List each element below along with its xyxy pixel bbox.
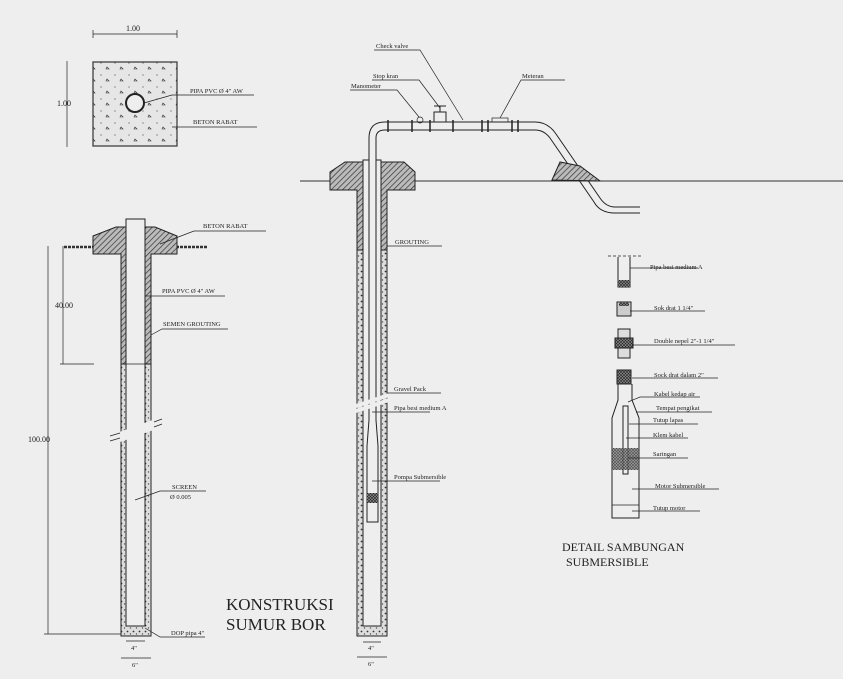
label-meteran: Meteran: [522, 73, 544, 80]
plan-dim-top: 1.00: [126, 24, 140, 33]
plan-view: 1.00 1.00 PIPA PVC Ø 4" AW BETON RABAT: [57, 24, 257, 147]
pvc-pipe: [125, 218, 146, 627]
label-gravel-pack: Gravel Pack: [394, 386, 427, 393]
middle-well-section: 4" 6" Check valve Stop kran Manometer Me…: [300, 43, 843, 668]
detail-label-kabel: Kabel kedap air: [654, 391, 696, 398]
water-meter: [491, 117, 509, 123]
pvc-pipe-section: [125, 93, 145, 113]
plan-pipe-label: PIPA PVC Ø 4" AW: [190, 88, 244, 95]
plan-dim-left: 1.00: [57, 99, 71, 108]
label-semen-grouting: SEMEN GROUTING: [163, 321, 221, 328]
label-stop-kran: Stop kran: [373, 73, 399, 80]
stop-kran-valve: [433, 105, 447, 122]
dim-total-depth: 100.00: [28, 435, 50, 444]
label-beton-rabat: BETON RABAT: [203, 223, 248, 230]
label-check-valve: Check valve: [376, 43, 408, 50]
label-grouting: GROUTING: [395, 239, 429, 246]
label-screen: SCREEN: [172, 484, 197, 491]
title-line-1: KONSTRUKSI: [226, 595, 334, 614]
label-dop: DOP pipa 4": [171, 630, 204, 637]
detail-label-saringan: Saringan: [653, 451, 677, 458]
detail-label-tutup-lapas: Tutup lapas: [653, 417, 684, 424]
dim-grout-depth: 40.00: [55, 301, 73, 310]
dim-outer-2: 6": [368, 661, 374, 668]
discharge-pipe: [368, 121, 640, 208]
title-line-2: SUMUR BOR: [226, 615, 326, 634]
label-pipa-besi: Pipa besi medium A: [394, 405, 447, 412]
detail-label-pipa-besi: Pipa besi medium A: [650, 264, 703, 271]
detail-title-1: DETAIL SAMBUNGAN: [562, 540, 685, 554]
submersible-detail: Pipa besi medium A Sok drat 1 1/4" Doubl…: [562, 255, 735, 569]
detail-label-tempat-pengikat: Tempat pengikat: [656, 405, 700, 412]
dim-inner-2: 4": [368, 645, 374, 652]
detail-label-klem-kabel: Klem kabel: [653, 432, 683, 439]
dim-outer: 6": [132, 662, 138, 669]
detail-label-sock-drat-dalam: Sock drat dalam 2": [654, 372, 704, 379]
left-well-section: 100.00 40.00 4" 6" BETON RABAT PIPA PVC …: [28, 218, 266, 669]
label-screen-size: Ø 0.005: [170, 494, 191, 501]
dim-inner: 4": [131, 645, 137, 652]
detail-label-tutup-motor: Tutup motor: [653, 505, 686, 512]
plan-concrete-label: BETON RABAT: [193, 119, 238, 126]
detail-label-double-nepel: Double nepel 2"-1 1/4": [654, 338, 715, 345]
label-manometer: Manometer: [351, 83, 382, 90]
detail-title-2: SUBMERSIBLE: [566, 555, 649, 569]
label-pompa: Pompa Submersible: [394, 474, 446, 481]
label-pipa-pvc: PIPA PVC Ø 4" AW: [162, 288, 216, 295]
detail-label-sok-drat: Sok drat 1 1/4": [654, 305, 694, 312]
riser-pipe: [366, 138, 379, 523]
detail-label-motor: Motor Submersible: [655, 483, 705, 490]
